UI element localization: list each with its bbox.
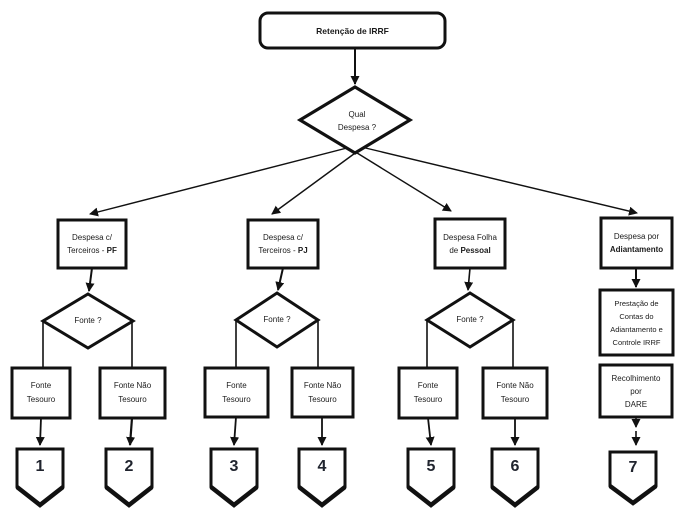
- terminator-1-accent: [15, 485, 65, 508]
- terminator-3-accent: [209, 485, 259, 508]
- terminator-6-shape: [490, 447, 540, 507]
- fonte-box-1-shape: [10, 366, 72, 420]
- connector-decision-to-branch-4: [331, 139, 638, 216]
- connector-branch1-to-fonte: [85, 267, 95, 292]
- terminator-6-accent: [490, 485, 540, 508]
- terminator-5-accent: [406, 485, 456, 508]
- branch-box-4-shape: [599, 216, 674, 270]
- fonte-box-3-shape: [203, 366, 270, 419]
- terminator-5-shape: [406, 447, 456, 507]
- fonte-diamond-3: [424, 291, 516, 349]
- fonte-diamond-1: [40, 292, 136, 350]
- terminator-2-shape: [104, 447, 154, 507]
- fonte-box-2-shape: [98, 366, 167, 420]
- terminator-4-shape: [297, 447, 347, 507]
- connector-to-terminator-1: [35, 417, 45, 446]
- main-decision-diamond: [296, 85, 414, 155]
- branch-box-1-shape: [56, 218, 128, 270]
- terminator-7-accent: [608, 484, 658, 506]
- dare-box-shape: [598, 363, 674, 419]
- connector-to-terminator-2: [126, 417, 136, 446]
- connector-branch3-to-fonte: [464, 267, 474, 291]
- branch-box-3-shape: [433, 217, 507, 270]
- root-node-shape: [258, 11, 447, 50]
- connector-to-terminator-3: [230, 416, 240, 446]
- terminator-1-shape: [15, 447, 65, 507]
- prestacao-box-shape: [598, 288, 675, 357]
- connector-decision-to-branch-2: [271, 147, 363, 215]
- fonte-box-5-shape: [397, 366, 459, 420]
- fonte-box-4-shape: [290, 366, 355, 419]
- fonte-box-6-shape: [481, 366, 549, 420]
- branch-box-2-shape: [246, 218, 320, 270]
- terminator-3-shape: [209, 447, 259, 507]
- connector-decision-to-branch-3: [348, 147, 452, 212]
- terminator-7-shape: [608, 450, 658, 505]
- connector-to-terminator-5: [425, 417, 435, 446]
- fonte-diamond-2: [233, 291, 321, 349]
- connector-decision-to-branch-1: [89, 139, 379, 217]
- connector-branch2-to-fonte: [275, 267, 285, 291]
- terminator-4-accent: [297, 485, 347, 508]
- terminator-2-accent: [104, 485, 154, 508]
